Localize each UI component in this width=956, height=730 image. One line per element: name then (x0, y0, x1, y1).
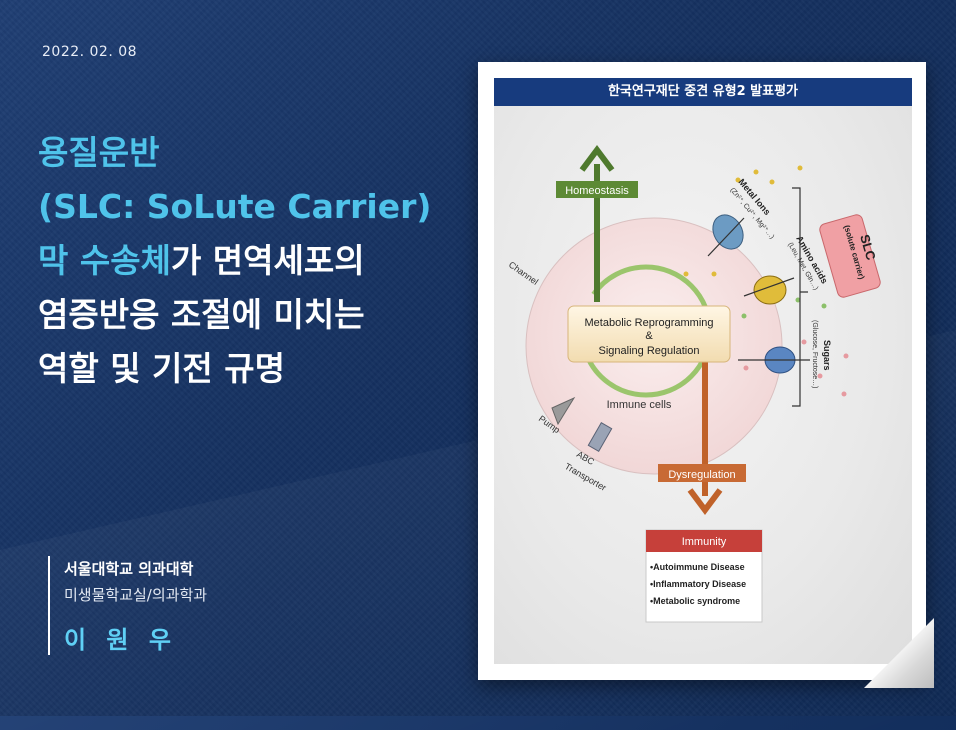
sugar-dot (843, 353, 849, 359)
title-line-3: 막 수송체가 면역세포의 (38, 234, 478, 288)
channel-label: Channel (507, 259, 540, 286)
metabolic-box (567, 305, 731, 363)
sugars-examples: (Glucose, Fructose…) (811, 320, 818, 388)
disease-item: •Metabolic syndrome (650, 596, 740, 606)
amino-acid-dot (795, 297, 801, 303)
abc-label-2: Transporter (563, 461, 608, 493)
sugar-dot (801, 339, 807, 345)
amino-acid-dot (821, 303, 827, 309)
affiliation-block: 서울대학교 의과대학 미생물학교실/의과학과 이 원 우 (48, 556, 207, 655)
immunity-header (646, 530, 762, 552)
affiliation-department: 미생물학교실/의과학과 (64, 586, 208, 604)
amino-acid-arrow (743, 277, 795, 297)
metal-ion-dot (753, 169, 759, 175)
metabolic-line-1: Metabolic Reprogramming (585, 317, 714, 329)
disease-item: •Autoimmune Disease (650, 562, 745, 572)
slc-diagram: Homeostasis Dysregulation Metabolic Repr… (507, 145, 881, 623)
date-label: 2022. 02. 08 (42, 44, 138, 60)
metabolic-line-3: Signaling Regulation (599, 345, 700, 357)
metal-ion-arrow (707, 217, 745, 257)
metal-ion-dot (769, 179, 775, 185)
dysregulation-label-box (658, 464, 746, 482)
homeostasis-label: Homeostasis (565, 185, 629, 197)
metal-ion-dot (735, 177, 741, 183)
sugars-label: Sugars (822, 340, 832, 371)
metal-ion-dot (797, 165, 803, 171)
title-line-5: 역할 및 기전 규명 (38, 349, 285, 388)
metabolic-line-2: & (645, 330, 653, 342)
slc-box (819, 214, 881, 298)
immunity-label: Immunity (682, 536, 727, 548)
amino-acid-transporter-icon (753, 275, 787, 305)
affiliation-university: 서울대학교 의과대학 (64, 560, 194, 578)
metal-ion-dot (683, 271, 689, 277)
pump-icon (551, 396, 576, 426)
homeostasis-label-box (556, 181, 638, 198)
title-highlight: 막 수송체 (38, 241, 171, 280)
title-line-4: 염증반응 조절에 미치는 (38, 295, 365, 334)
sugar-dot (817, 373, 823, 379)
presenter-name: 이 원 우 (64, 626, 177, 654)
title-line-2: (SLC: SoLute Carrier) (38, 187, 432, 226)
abc-transporter-icon (587, 422, 613, 452)
slc-bracket (792, 187, 808, 407)
immune-cells-label: Immune cells (607, 399, 672, 411)
figure-header: 한국연구재단 중견 유형2 발표평가 (494, 78, 912, 106)
homeostasis-arrow-head (579, 145, 615, 172)
title-line-3-rest: 가 면역세포의 (170, 241, 365, 280)
sugar-dot (743, 365, 749, 371)
amino-acid-dot (741, 313, 747, 319)
slc-label: SLC (857, 233, 879, 263)
sugar-dot (841, 391, 847, 397)
dysregulation-arrow-head (687, 488, 723, 515)
dysregulation-label: Dysregulation (668, 469, 735, 481)
disease-item: •Inflammatory Disease (650, 579, 746, 589)
metal-ion-dot (711, 271, 717, 277)
page-title: 용질운반 (SLC: SoLute Carrier) 막 수송체가 면역세포의 … (38, 126, 478, 396)
title-line-1: 용질운반 (38, 133, 160, 172)
metal-ion-transporter-icon (712, 214, 744, 250)
